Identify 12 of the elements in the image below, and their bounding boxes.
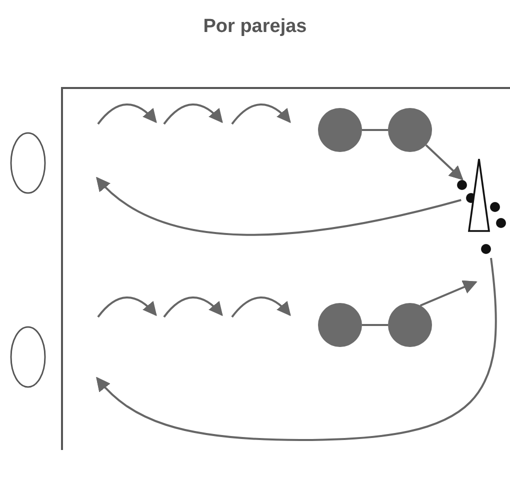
connector-line [362, 324, 388, 326]
connector-line [362, 129, 388, 131]
arrow [420, 280, 478, 306]
player-circle [318, 303, 362, 347]
player-circle [388, 108, 432, 152]
cone-icon [467, 158, 491, 232]
arrow [96, 177, 462, 236]
player-circle [388, 303, 432, 347]
arrow [425, 144, 464, 180]
arrow [96, 258, 497, 441]
title: Por parejas [202, 16, 308, 38]
player-circle [318, 108, 362, 152]
